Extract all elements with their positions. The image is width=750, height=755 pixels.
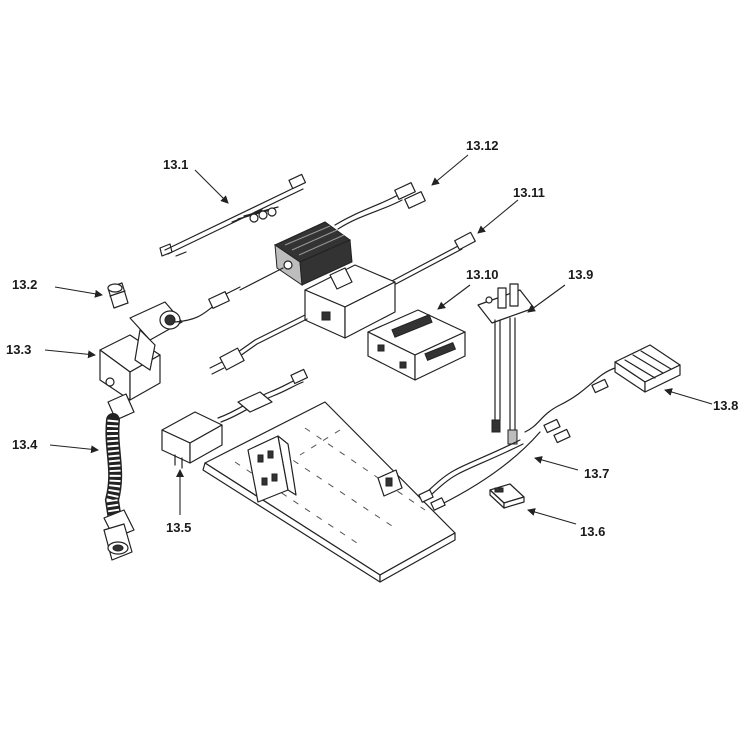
label-13-5: 13.5 xyxy=(166,520,192,535)
part-13-2-fitting xyxy=(107,282,129,309)
part-13-11-power-box xyxy=(209,231,476,375)
label-13-8: 13.8 xyxy=(713,398,739,413)
arrow-13-3 xyxy=(44,349,96,359)
part-13-12-control-module xyxy=(239,182,426,291)
part-13-9-pilot-assembly xyxy=(477,283,535,445)
arrow-13-4 xyxy=(49,444,99,454)
part-13-10-ignition-module xyxy=(367,309,466,381)
part-13-4-flex-line xyxy=(103,413,135,561)
label-13-10: 13.10 xyxy=(466,267,499,282)
label-13-4: 13.4 xyxy=(12,437,38,452)
label-13-2: 13.2 xyxy=(12,277,38,292)
arrow-13-1 xyxy=(194,169,229,204)
label-13-3: 13.3 xyxy=(6,342,32,357)
label-13-9: 13.9 xyxy=(568,267,594,282)
label-13-6: 13.6 xyxy=(580,524,606,539)
part-13-6-connector-key xyxy=(489,483,525,509)
mounting-plate xyxy=(202,401,456,583)
arrow-13-9 xyxy=(527,284,566,313)
arrow-13-12 xyxy=(431,154,469,186)
part-13-8-battery-holder xyxy=(524,344,681,433)
arrow-13-10 xyxy=(437,284,471,310)
label-13-12: 13.12 xyxy=(466,138,499,153)
part-13-7-wire-harness xyxy=(418,418,571,511)
arrow-13-6 xyxy=(527,508,577,525)
part-13-1-wiring-harness xyxy=(159,173,307,257)
arrow-13-2 xyxy=(54,286,103,298)
label-13-1: 13.1 xyxy=(163,157,189,172)
part-13-5-ac-adapter xyxy=(161,368,309,469)
arrow-13-8 xyxy=(664,388,713,405)
arrow-13-7 xyxy=(534,456,579,471)
arrow-13-11 xyxy=(477,199,519,234)
label-13-11: 13.11 xyxy=(513,185,545,200)
label-13-7: 13.7 xyxy=(584,466,610,481)
part-13-3-gas-valve xyxy=(99,286,241,421)
leader-arrows xyxy=(44,154,713,525)
